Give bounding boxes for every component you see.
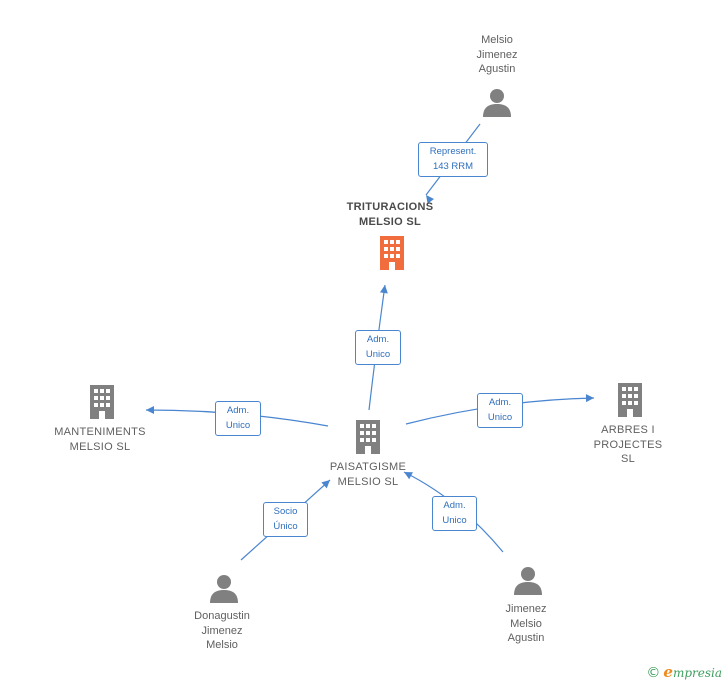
arrowhead-icon [146,406,154,414]
building-icon[interactable] [86,385,118,424]
node-label: Donagustin Jimenez Melsio [194,610,250,651]
node-label: ARBRES I PROJECTES SL [593,424,663,465]
building-icon[interactable] [614,383,646,422]
arrowhead-icon [321,480,330,489]
person-icon[interactable] [513,566,543,601]
building-icon[interactable] [352,420,384,459]
node-jimenez-melsio-agustin[interactable]: Jimenez Melsio Agustin [466,602,586,646]
person-icon[interactable] [209,574,239,609]
node-trituracions-melsio[interactable]: TRITURACIONS MELSIO SL [320,200,460,229]
building-icon-graphic [356,420,380,454]
brand-logo: empresia [663,663,722,681]
arrowhead-icon [426,195,435,204]
copyright-symbol: © [646,665,661,681]
arrowhead-icon [585,394,594,403]
node-label: Melsio Jimenez Agustin [476,34,518,75]
edge-label-adm-unico[interactable]: Adm. Unico [215,401,261,436]
arrowhead-icon [379,285,388,294]
node-label: PAISATGISME MELSIO SL [329,461,407,488]
edge-label-represent[interactable]: Represent. 143 RRM [418,142,488,177]
edge-label-socio-unico[interactable]: Socio Único [263,502,308,537]
node-paisatgisme-melsio[interactable]: PAISATGISME MELSIO SL [298,460,438,489]
node-manteniments-melsio[interactable]: MANTENIMENTS MELSIO SL [30,425,170,454]
node-label: MANTENIMENTS MELSIO SL [54,426,146,453]
empresia-watermark: ©empresia [646,663,722,681]
edge-label-adm-unico[interactable]: Adm. Unico [477,393,523,428]
node-label: TRITURACIONS MELSIO SL [346,201,434,228]
edge-label-adm-unico[interactable]: Adm. Unico [355,330,401,365]
edge-label-adm-unico[interactable]: Adm. Unico [432,496,477,531]
node-donagustin-jimenez-melsio[interactable]: Donagustin Jimenez Melsio [162,609,282,653]
node-label: Jimenez Melsio Agustin [505,603,547,644]
node-melsio-jimenez-agustin[interactable]: Melsio Jimenez Agustin [437,33,557,77]
arrowhead-icon [404,472,413,480]
person-icon-graphic [514,567,542,595]
person-icon-graphic [483,89,511,117]
building-icon[interactable] [376,236,408,275]
person-icon-graphic [210,575,238,603]
building-icon-graphic [380,236,404,270]
node-arbres-i-projectes[interactable]: ARBRES I PROJECTES SL [568,423,688,467]
building-icon-graphic [618,383,642,417]
person-icon[interactable] [482,88,512,123]
building-icon-graphic [90,385,114,419]
